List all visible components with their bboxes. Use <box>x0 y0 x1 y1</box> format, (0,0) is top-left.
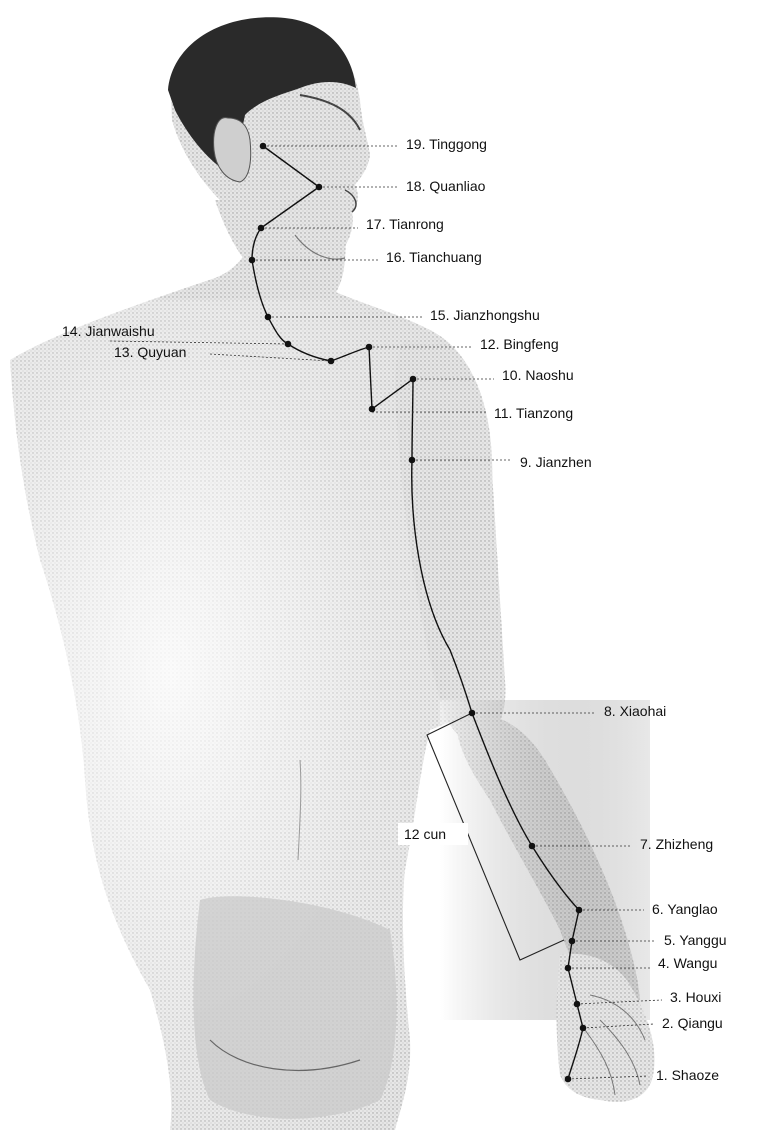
point-9-marker <box>408 456 416 464</box>
point-4-marker <box>564 964 572 972</box>
point-label-7: 7. Zhizheng <box>640 836 713 852</box>
point-16-marker <box>248 256 256 264</box>
point-label-8: 8. Xiaohai <box>604 703 666 719</box>
measure-bracket-line <box>426 712 565 961</box>
buttocks-crease <box>209 1039 361 1071</box>
point-2-marker <box>579 1024 587 1032</box>
leader-14 <box>109 340 289 345</box>
point-label-16: 16. Tianchuang <box>386 249 482 265</box>
point-label-2: 2. Qiangu <box>662 1015 723 1031</box>
point-label-9: 9. Jianzhen <box>520 454 592 470</box>
finger-line-1 <box>599 1019 641 1086</box>
point-label-18: 18. Quanliao <box>406 178 486 194</box>
point-label-11: 11. Tianzong <box>494 405 573 421</box>
mouth-line <box>344 189 357 213</box>
point-labels: 19. Tinggong 18. Quanliao 17. Tianrong 1… <box>62 136 727 1083</box>
point-14-marker <box>284 340 292 348</box>
meridian-line-arm <box>411 459 584 1080</box>
point-8-marker <box>468 709 476 717</box>
point-label-19: 19. Tinggong <box>406 136 487 152</box>
forearm-highlight <box>440 700 650 1020</box>
point-15-marker <box>264 313 272 321</box>
ear-shape <box>213 117 252 183</box>
finger-line-2 <box>584 1029 616 1096</box>
leader-13 <box>209 353 332 362</box>
point-10-marker <box>409 375 417 383</box>
point-label-14: 14. Jianwaishu <box>62 323 155 339</box>
point-19-marker <box>259 142 267 150</box>
point-label-5: 5. Yanggu <box>664 932 727 948</box>
point-17-marker <box>257 224 265 232</box>
point-label-4: 4. Wangu <box>658 955 717 971</box>
buttocks-shape <box>193 896 397 1119</box>
point-6-marker <box>575 906 583 914</box>
figure-illustration <box>10 17 655 1130</box>
point-13-marker <box>327 357 335 365</box>
brow-line <box>299 94 361 131</box>
point-label-15: 15. Jianzhongshu <box>430 307 540 323</box>
spine-line <box>297 759 302 861</box>
leader-lines <box>109 145 663 1080</box>
point-label-3: 3. Houxi <box>670 989 721 1005</box>
leader-1 <box>567 1075 649 1080</box>
measure-label: 12 cun <box>404 826 446 842</box>
point-label-12: 12. Bingfeng <box>480 336 559 352</box>
point-12-marker <box>365 343 373 351</box>
measure-label-bg <box>398 823 468 845</box>
point-18-marker <box>315 183 323 191</box>
acupoints <box>248 142 587 1083</box>
point-5-marker <box>568 937 576 945</box>
hand-shape <box>556 953 655 1102</box>
point-label-6: 6. Yanglao <box>652 901 718 917</box>
point-label-10: 10. Naoshu <box>502 367 574 383</box>
point-label-1: 1. Shaoze <box>656 1067 719 1083</box>
knuckle-line <box>589 994 646 1041</box>
point-3-marker <box>573 1000 581 1008</box>
point-11-marker <box>368 405 376 413</box>
jaw-line <box>294 234 346 260</box>
upper-arm-shape <box>395 340 506 740</box>
point-1-marker <box>564 1075 572 1083</box>
point-7-marker <box>528 842 536 850</box>
point-label-13: 13. Quyuan <box>114 344 186 360</box>
point-label-17: 17. Tianrong <box>366 216 444 232</box>
measure-bracket: 12 cun <box>398 712 565 961</box>
